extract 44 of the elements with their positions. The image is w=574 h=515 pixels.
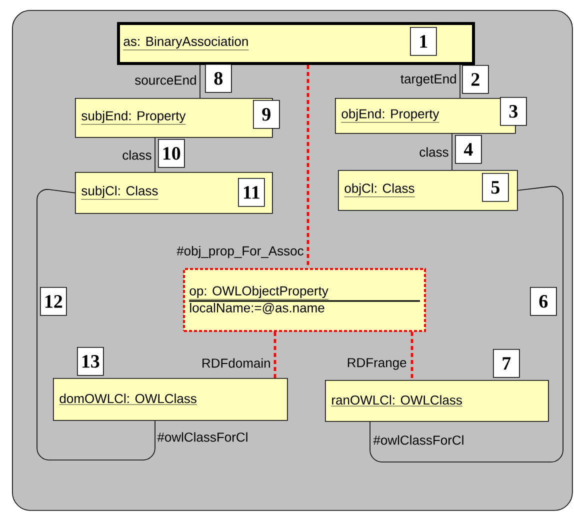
object-name: ranOWLCl: OWLClass xyxy=(331,395,463,406)
edge-label: #obj_prop_For_Assoc xyxy=(176,246,304,258)
object-name: subjCl: Class xyxy=(81,186,158,200)
connector xyxy=(154,137,156,172)
edge-label: class xyxy=(420,147,448,157)
connector xyxy=(274,332,276,378)
edge-label: #owlClassForCl xyxy=(157,432,248,442)
connector xyxy=(370,186,564,462)
number-badge: 12 xyxy=(40,287,67,316)
class-box xyxy=(53,378,288,421)
class-box xyxy=(335,98,516,134)
number-badge: 1 xyxy=(410,27,437,56)
object-name: as: BinaryAssociation xyxy=(123,36,249,50)
object-box xyxy=(183,268,426,332)
number-badge: 3 xyxy=(500,97,527,126)
connector xyxy=(306,65,310,268)
edge-label: class xyxy=(122,150,152,160)
edge-label: targetEnd xyxy=(400,74,456,86)
number-badge: 11 xyxy=(238,178,265,207)
edge-label: sourceEnd xyxy=(135,75,196,85)
object-name: domOWLCl: OWLClass xyxy=(59,394,198,405)
number-badge: 6 xyxy=(530,287,557,316)
edge-label: RDFrange xyxy=(348,358,406,370)
class-box xyxy=(117,22,475,65)
number-badge: 5 xyxy=(482,173,509,202)
class-box xyxy=(325,380,549,422)
number-badge: 13 xyxy=(77,347,104,376)
connector xyxy=(36,189,156,460)
number-badge: 7 xyxy=(493,349,520,378)
number-badge: 10 xyxy=(158,139,185,168)
class-box xyxy=(338,170,518,211)
class-box xyxy=(75,98,273,138)
edge-label: RDFdomain xyxy=(202,358,270,368)
number-badge: 2 xyxy=(462,65,489,94)
object-name: objCl: Class xyxy=(344,183,415,198)
object-name: subjEnd: Property xyxy=(81,110,186,125)
connector xyxy=(410,332,414,380)
object-name: op: OWLObjectProperty localName:=@as.name xyxy=(189,286,329,314)
number-badge: 4 xyxy=(455,135,482,164)
class-box xyxy=(75,172,273,214)
object-name: objEnd: Property xyxy=(341,108,440,123)
number-badge: 9 xyxy=(253,100,280,129)
number-badge: 8 xyxy=(205,64,232,93)
edge-label: #owlClassForCl xyxy=(373,435,464,445)
